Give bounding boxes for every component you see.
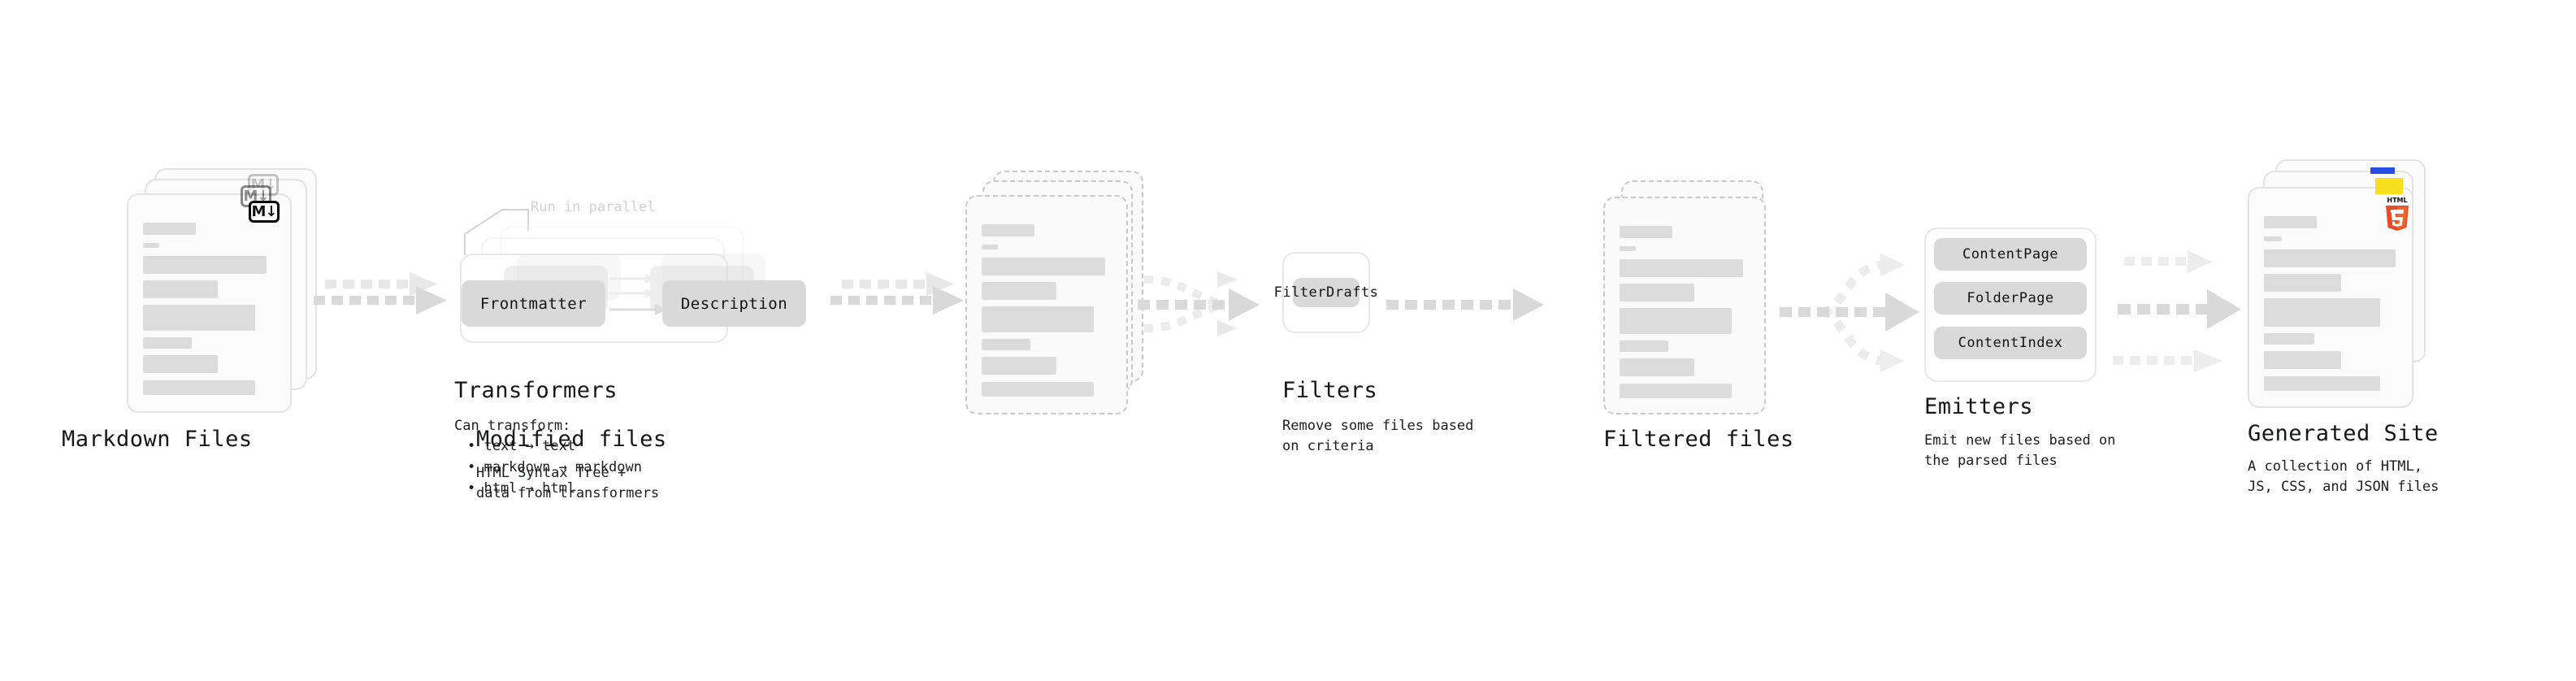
generated-file-card-front — [2248, 187, 2413, 408]
stage-caption-filtered-files: Filtered files — [1603, 427, 1794, 452]
transformer-inner-arrows — [609, 274, 666, 315]
connector-transformers-to-modified — [830, 272, 964, 314]
markdown-icon-label: M — [251, 202, 266, 220]
stage-subtitle-generated-site: A collection of HTML, JS, CSS, and JSON … — [2248, 458, 2439, 495]
css-icon — [2370, 167, 2395, 174]
markdown-icon-label-back1: M — [243, 187, 258, 205]
stage-caption-markdown-files: Markdown Files — [62, 427, 253, 452]
stage-subtitle-transformers: Can transform: — [454, 418, 571, 434]
transformer-bullet-2: • markdown → markdown — [467, 459, 642, 475]
emitter-chip-contentpage[interactable]: ContentPage — [1934, 238, 2087, 271]
connector-filtered-to-emitters — [1780, 254, 1919, 372]
emitter-chip-contentindex[interactable]: ContentIndex — [1934, 327, 2087, 359]
markdown-icon-label-back2: M — [250, 176, 265, 193]
stage-caption-filters: Filters — [1282, 378, 1378, 403]
js-icon — [2375, 178, 2403, 194]
modified-file-card-front — [965, 195, 1128, 414]
connector-md-to-transformers — [314, 272, 447, 314]
transformer-bullet-1: • text → text — [467, 438, 576, 454]
html5-icon: HTML — [2386, 197, 2409, 231]
stage-caption-generated-site: Generated Site — [2248, 421, 2439, 446]
transformer-chip-frontmatter[interactable]: Frontmatter — [462, 280, 605, 327]
connector-filters-to-filtered — [1386, 288, 1544, 321]
stage-subtitle-filters: Remove some files based on criteria — [1282, 418, 1474, 454]
stage-caption-transformers: Transformers — [454, 378, 618, 403]
svg-text:HTML: HTML — [2387, 197, 2407, 204]
markdown-icon: M↓ — [249, 201, 280, 223]
run-in-parallel-bracket — [464, 209, 529, 255]
connector-modified-to-filters — [1138, 271, 1260, 336]
transformer-bullet-3: • html → html — [467, 480, 576, 497]
filtered-file-card-front — [1603, 197, 1766, 414]
transformer-chip-description[interactable]: Description — [662, 280, 806, 327]
run-in-parallel-label: Run in parallel — [531, 199, 656, 215]
emitter-chip-folderpage[interactable]: FolderPage — [1934, 282, 2087, 314]
markdown-file-card-front — [127, 193, 292, 413]
connector-emitters-to-site — [2113, 250, 2241, 372]
stage-caption-modified-files: Modified files — [476, 427, 667, 452]
stage-subtitle-modified-files: HTML Syntax Tree + data from transformer… — [476, 465, 660, 501]
stage-caption-emitters: Emitters — [1924, 394, 2034, 419]
filter-chip-filterdrafts[interactable]: FilterDrafts — [1274, 278, 1378, 307]
stage-subtitle-emitters: Emit new files based on the parsed files — [1924, 432, 2116, 469]
